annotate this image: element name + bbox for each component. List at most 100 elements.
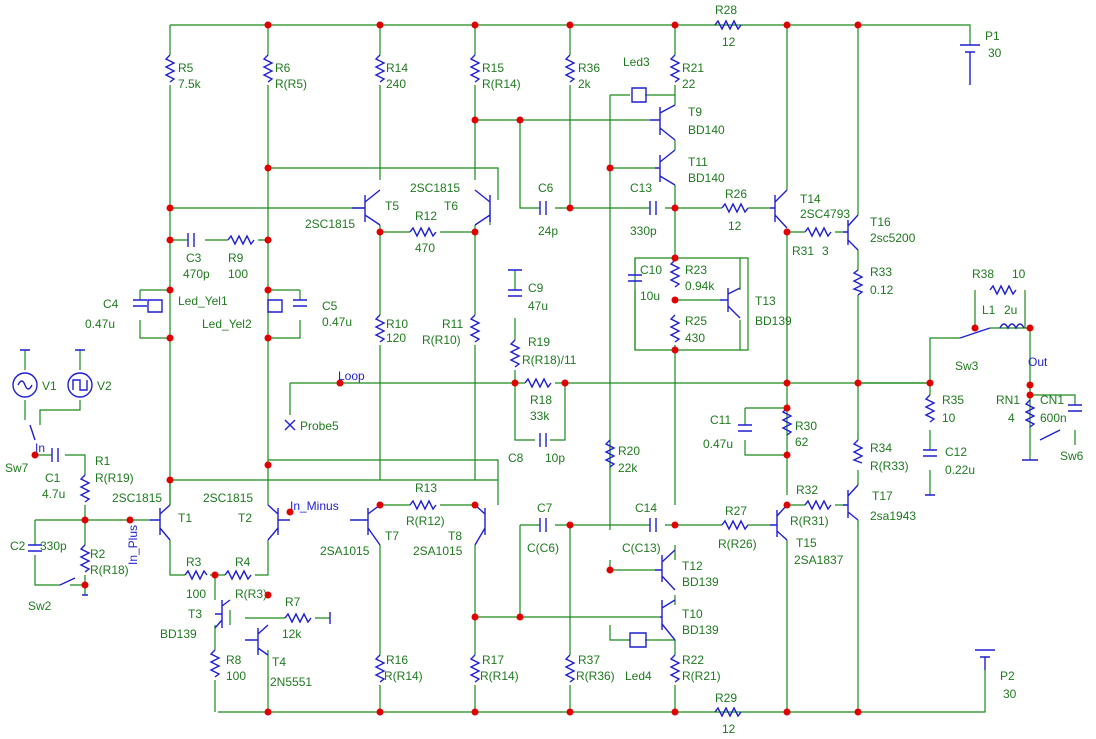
label-t6: T6 xyxy=(444,199,458,213)
label-r17: R17 xyxy=(482,653,504,667)
label-c1: C1 xyxy=(45,471,61,485)
label-r28: R28 xyxy=(715,3,737,17)
value-t13: BD139 xyxy=(755,314,792,328)
value-t1: 2SC1815 xyxy=(112,491,162,505)
label-in: In xyxy=(35,441,45,455)
value-t14: 2SC4793 xyxy=(800,207,850,221)
label-t17: T17 xyxy=(872,489,893,503)
value-cn1: 600n xyxy=(1040,411,1067,425)
value-p2: 30 xyxy=(1003,687,1017,701)
label-v1: V1 xyxy=(42,379,57,393)
label-r27: R27 xyxy=(725,504,747,518)
label-r7: R7 xyxy=(285,595,301,609)
label-t4: T4 xyxy=(272,655,286,669)
value-c1: 4.7u xyxy=(42,487,65,501)
value-c4: 0.47u xyxy=(85,317,115,331)
source-v2 xyxy=(67,372,93,398)
wires xyxy=(24,24,1076,713)
vertical-resistors xyxy=(79,54,1036,683)
label-loop: Loop xyxy=(338,369,365,383)
label-c14: C14 xyxy=(635,501,657,515)
label-t10: T10 xyxy=(682,607,703,621)
label-r13: R13 xyxy=(415,481,437,495)
value-r16: R(R14) xyxy=(384,669,423,683)
label-p2: P2 xyxy=(1000,669,1015,683)
label-c8: C8 xyxy=(508,451,524,465)
label-r3: R3 xyxy=(186,555,202,569)
label-r10: R10 xyxy=(386,317,408,331)
label-t7: T7 xyxy=(385,529,399,543)
value-r28: 12 xyxy=(722,35,736,49)
label-sw6: Sw6 xyxy=(1060,449,1084,463)
label-r33: R33 xyxy=(870,265,892,279)
value-c13: 330p xyxy=(630,224,657,238)
value-l1: 2u xyxy=(1004,303,1017,317)
label-t11: T11 xyxy=(688,155,708,169)
junctions xyxy=(31,21,1034,716)
value-t11: BD140 xyxy=(688,171,725,185)
label-sw2: Sw2 xyxy=(28,599,52,613)
label-r14: R14 xyxy=(386,61,408,75)
value-c7: C(C6) xyxy=(527,541,559,555)
label-c2: C2 xyxy=(10,539,26,553)
label-r1: R1 xyxy=(95,454,111,468)
value-r22: R(R21) xyxy=(682,669,721,683)
label-r8: R8 xyxy=(226,653,242,667)
label-r9: R9 xyxy=(228,251,244,265)
value-r19: R(R18)/11 xyxy=(522,353,577,367)
value-r27: R(R26) xyxy=(718,537,757,551)
transistors xyxy=(150,104,859,656)
inductor-l1 xyxy=(999,323,1025,330)
value-t15: 2SA1837 xyxy=(794,553,844,567)
value-rn1: 4 xyxy=(1008,411,1015,425)
label-r15: R15 xyxy=(482,61,504,75)
label-t14: T14 xyxy=(800,192,821,206)
label-t8: T8 xyxy=(448,529,462,543)
label-r16: R16 xyxy=(386,653,408,667)
label-r6: R6 xyxy=(275,61,291,75)
label-c9: C9 xyxy=(528,281,544,295)
source-v1 xyxy=(12,372,38,398)
label-led-yel2: Led_Yel2 xyxy=(202,317,252,331)
label-led3: Led3 xyxy=(623,55,650,69)
label-led-yel1: Led_Yel1 xyxy=(178,294,228,308)
value-t2: 2SC1815 xyxy=(203,491,253,505)
value-r37: R(R36) xyxy=(576,669,615,683)
label-c4: C4 xyxy=(103,297,119,311)
value-c10: 10u xyxy=(640,289,660,303)
value-r36: 2k xyxy=(578,77,592,91)
label-t9: T9 xyxy=(688,105,702,119)
value-r2: R(R18) xyxy=(90,563,129,577)
label-probe5: Probe5 xyxy=(300,419,339,433)
label-r18: R18 xyxy=(530,393,552,407)
label-t6-part: 2SC1815 xyxy=(410,181,460,195)
label-t15: T15 xyxy=(796,536,817,550)
value-r34: R(R33) xyxy=(870,459,909,473)
value-c2: 330p xyxy=(40,539,67,553)
value-r12: 470 xyxy=(415,241,435,255)
label-c3: C3 xyxy=(186,251,202,265)
value-r26: 12 xyxy=(728,219,742,233)
value-t10: BD139 xyxy=(682,623,719,637)
label-r37: R37 xyxy=(578,653,600,667)
label-c11: C11 xyxy=(710,413,731,427)
label-r32: R32 xyxy=(796,483,818,497)
value-r21: 22 xyxy=(682,77,696,91)
value-r13: R(R12) xyxy=(406,514,445,528)
label-r23: R23 xyxy=(685,263,707,277)
value-r11: R(R10) xyxy=(422,333,461,347)
label-rn1: RN1 xyxy=(996,393,1020,407)
battery-p1 xyxy=(960,44,980,85)
label-r29: R29 xyxy=(715,691,737,705)
label-led4: Led4 xyxy=(625,669,652,683)
label-r30: R30 xyxy=(795,419,817,433)
value-r23: 0.94k xyxy=(685,279,715,293)
label-t5: T5 xyxy=(385,199,399,213)
label-c7: C7 xyxy=(537,501,553,515)
label-r22: R22 xyxy=(682,653,704,667)
label-r19: R19 xyxy=(528,335,550,349)
value-r20: 22k xyxy=(618,461,638,475)
label-c10: C10 xyxy=(640,263,662,277)
value-t4: 2N5551 xyxy=(270,675,312,689)
